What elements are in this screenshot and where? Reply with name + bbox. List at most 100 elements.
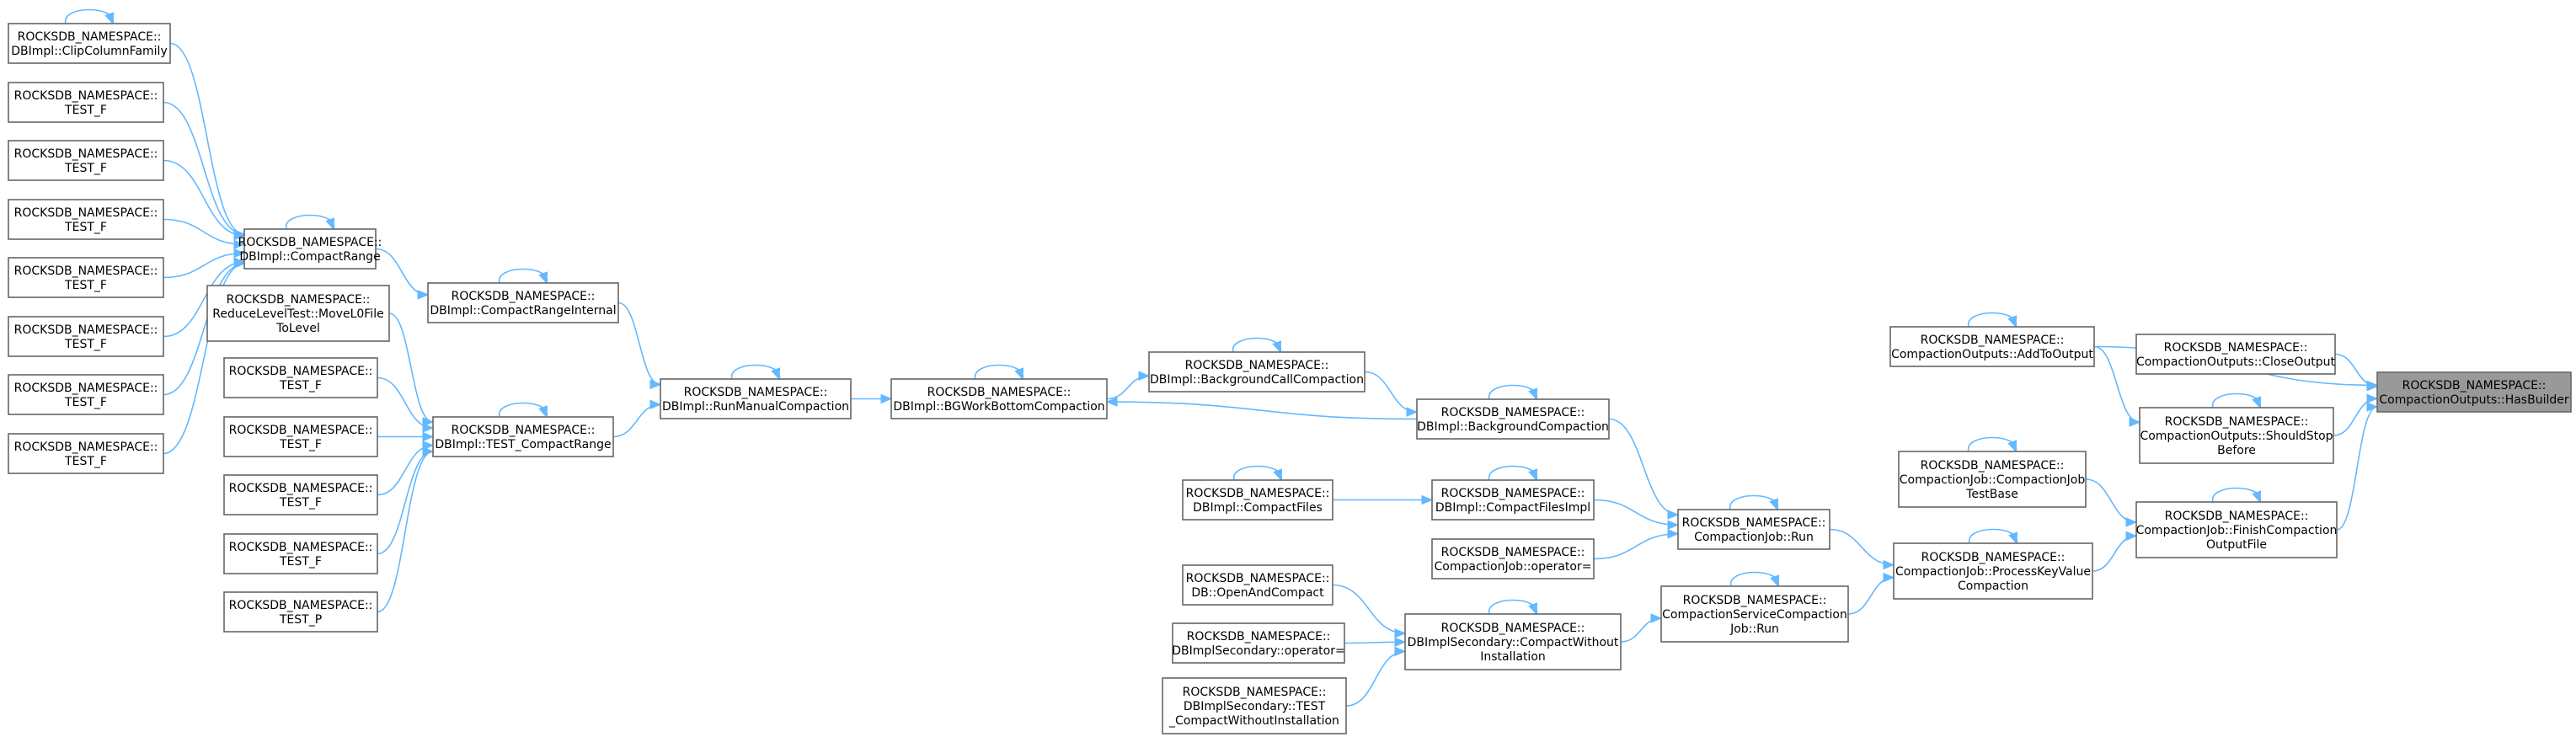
node-label-line: ROCKSDB_NAMESPACE:: (1185, 359, 1329, 372)
node-clip[interactable]: ROCKSDB_NAMESPACE::DBImpl::ClipColumnFam… (8, 8, 171, 64)
node-box[interactable] (1431, 538, 1595, 579)
node-label-line: TEST_F (279, 496, 322, 510)
node-box[interactable] (8, 23, 171, 64)
node-compactRangeInternal[interactable]: ROCKSDB_NAMESPACE::DBImpl::CompactRangeI… (427, 268, 619, 323)
node-box[interactable] (8, 316, 164, 357)
node-label-line: Installation (1480, 650, 1546, 664)
node-box[interactable] (427, 282, 619, 323)
node-box[interactable] (8, 257, 164, 298)
node-box[interactable] (660, 378, 852, 419)
self-loop-arrowhead-bgWorkBottom (1014, 367, 1024, 381)
node-tp1[interactable]: ROCKSDB_NAMESPACE::TEST_P (223, 591, 378, 633)
node-box[interactable] (2139, 407, 2334, 464)
node-box[interactable] (2135, 334, 2336, 375)
self-loop-arrowhead-compactFilesImpl (1528, 468, 1538, 482)
self-loop-arrowhead-shouldStop (2252, 396, 2262, 409)
node-label-line: ToLevel (275, 322, 320, 335)
node-addToOutput[interactable]: ROCKSDB_NAMESPACE::CompactionOutputs::Ad… (1889, 312, 2095, 367)
node-box[interactable] (1677, 509, 1830, 550)
node-box[interactable] (1182, 479, 1333, 521)
node-openAndCompact[interactable]: ROCKSDB_NAMESPACE::DB::OpenAndCompact (1182, 564, 1333, 606)
node-testCompactRange[interactable]: ROCKSDB_NAMESPACE::DBImpl::TEST_CompactR… (432, 402, 614, 457)
node-processKV[interactable]: ROCKSDB_NAMESPACE::CompactionJob::Proces… (1893, 528, 2093, 600)
edge-arrowhead-tf10-to-testCompactRange (422, 441, 435, 451)
edge-compactRangeInternal-to-runManual (617, 302, 661, 386)
node-shouldStop[interactable]: ROCKSDB_NAMESPACE::CompactionOutputs::Sh… (2139, 393, 2334, 464)
node-label-line: ROCKSDB_NAMESPACE:: (1921, 334, 2065, 347)
node-hasBuilder[interactable]: ROCKSDB_NAMESPACE::CompactionOutputs::Ha… (2376, 371, 2572, 413)
node-tf4[interactable]: ROCKSDB_NAMESPACE::TEST_F (8, 257, 164, 298)
node-tf10[interactable]: ROCKSDB_NAMESPACE::TEST_F (223, 474, 378, 515)
node-secOperator[interactable]: ROCKSDB_NAMESPACE::DBImplSecondary::oper… (1172, 622, 1345, 664)
node-box[interactable] (1162, 677, 1347, 734)
edge-arrowhead-cjOperator-to-cjRun (1667, 529, 1680, 539)
node-tf6[interactable]: ROCKSDB_NAMESPACE::TEST_F (8, 374, 164, 415)
node-box[interactable] (2376, 371, 2572, 413)
node-box[interactable] (890, 378, 1108, 419)
node-label-line: ROCKSDB_NAMESPACE:: (452, 290, 596, 303)
node-bgWorkBottom[interactable]: ROCKSDB_NAMESPACE::DBImpl::BGWorkBottomC… (890, 364, 1108, 419)
node-compactRange[interactable]: ROCKSDB_NAMESPACE::DBImpl::CompactRange (238, 214, 382, 270)
edge-cjTestBase-to-finishOutput (2085, 478, 2137, 523)
edge-secTest-to-compactWithout (1345, 650, 1406, 707)
node-box[interactable] (8, 82, 164, 123)
edge-finishOutput-to-hasBuilder (2336, 406, 2378, 531)
node-compactWithout[interactable]: ROCKSDB_NAMESPACE::DBImplSecondary::Comp… (1404, 599, 1622, 670)
edge-reduceLevel-to-testCompactRange (388, 312, 434, 423)
nodes: ROCKSDB_NAMESPACE::DBImpl::ClipColumnFam… (8, 8, 2572, 734)
node-closeOutput[interactable]: ROCKSDB_NAMESPACE::CompactionOutputs::Cl… (2135, 334, 2336, 375)
node-box[interactable] (1898, 451, 2087, 508)
node-cscjRun[interactable]: ROCKSDB_NAMESPACE::CompactionServiceComp… (1660, 571, 1849, 643)
node-box[interactable] (223, 357, 378, 398)
node-tf3[interactable]: ROCKSDB_NAMESPACE::TEST_F (8, 199, 164, 240)
node-box[interactable] (2135, 501, 2338, 558)
node-box[interactable] (1182, 564, 1333, 606)
node-secTest[interactable]: ROCKSDB_NAMESPACE::DBImplSecondary::TEST… (1162, 677, 1347, 734)
node-box[interactable] (8, 433, 164, 474)
node-box[interactable] (1148, 351, 1365, 393)
node-tf2[interactable]: ROCKSDB_NAMESPACE::TEST_F (8, 140, 164, 181)
node-compactFilesImpl[interactable]: ROCKSDB_NAMESPACE::DBImpl::CompactFilesI… (1431, 465, 1595, 521)
node-box[interactable] (1893, 542, 2093, 600)
node-bgCall[interactable]: ROCKSDB_NAMESPACE::DBImpl::BackgroundCal… (1148, 337, 1365, 393)
node-box[interactable] (432, 416, 614, 457)
node-runManual[interactable]: ROCKSDB_NAMESPACE::DBImpl::RunManualComp… (660, 364, 852, 419)
node-box[interactable] (1660, 585, 1849, 643)
self-loop-arrowhead-clip (104, 12, 115, 25)
node-tf7[interactable]: ROCKSDB_NAMESPACE::TEST_F (8, 433, 164, 474)
node-box[interactable] (1172, 622, 1345, 664)
node-box[interactable] (8, 374, 164, 415)
edge-compactFilesImpl-to-cjRun (1593, 499, 1679, 526)
node-box[interactable] (8, 140, 164, 181)
node-box[interactable] (223, 474, 378, 515)
node-cjOperator[interactable]: ROCKSDB_NAMESPACE::CompactionJob::operat… (1431, 538, 1595, 579)
node-box[interactable] (243, 228, 377, 270)
node-box[interactable] (1431, 479, 1595, 521)
node-box[interactable] (206, 285, 390, 342)
edge-cjOperator-to-cjRun (1593, 532, 1679, 560)
node-box[interactable] (1404, 613, 1622, 670)
node-compactFiles[interactable]: ROCKSDB_NAMESPACE::DBImpl::CompactFiles (1182, 465, 1333, 521)
node-tf5[interactable]: ROCKSDB_NAMESPACE::TEST_F (8, 316, 164, 357)
node-box[interactable] (223, 533, 378, 574)
node-box[interactable] (223, 416, 378, 457)
node-box[interactable] (1416, 398, 1610, 440)
node-box[interactable] (8, 199, 164, 240)
node-label-line: ROCKSDB_NAMESPACE:: (229, 599, 373, 612)
node-box[interactable] (223, 591, 378, 633)
node-label-line: ROCKSDB_NAMESPACE:: (1921, 459, 2065, 473)
node-tf11[interactable]: ROCKSDB_NAMESPACE::TEST_F (223, 533, 378, 574)
node-tf8[interactable]: ROCKSDB_NAMESPACE::TEST_F (223, 357, 378, 398)
node-cjTestBase[interactable]: ROCKSDB_NAMESPACE::CompactionJob::Compac… (1898, 436, 2087, 508)
edge-tf7-to-compactRange (163, 263, 245, 455)
node-label-line: ROCKSDB_NAMESPACE:: (14, 323, 158, 337)
node-reduceLevel[interactable]: ROCKSDB_NAMESPACE::ReduceLevelTest::Move… (206, 285, 390, 342)
edge-compactWithout-to-cscjRun (1620, 617, 1662, 643)
node-cjRun[interactable]: ROCKSDB_NAMESPACE::CompactionJob::Run (1677, 494, 1830, 550)
node-tf1[interactable]: ROCKSDB_NAMESPACE::TEST_F (8, 82, 164, 123)
node-finishOutput[interactable]: ROCKSDB_NAMESPACE::CompactionJob::Finish… (2135, 487, 2338, 558)
node-box[interactable] (1889, 326, 2095, 367)
node-tf9[interactable]: ROCKSDB_NAMESPACE::TEST_F (223, 416, 378, 457)
node-label-line: TEST_F (64, 396, 107, 409)
node-bgCompaction[interactable]: ROCKSDB_NAMESPACE::DBImpl::BackgroundCom… (1416, 384, 1610, 440)
